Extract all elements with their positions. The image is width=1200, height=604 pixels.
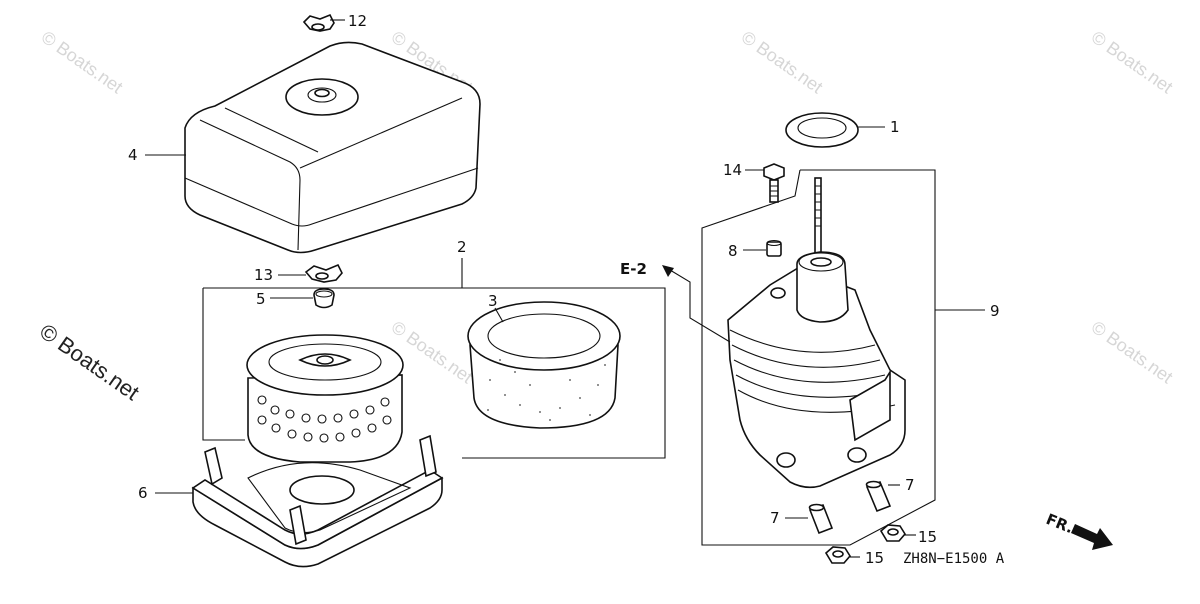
callout-13: 13 (254, 266, 273, 284)
callout-15-right: 15 (918, 528, 937, 546)
part-7-tube-left (808, 503, 834, 535)
watermark-7: © Boats.net (1088, 317, 1177, 387)
part-6-air-cleaner-base (191, 434, 444, 568)
leader-3 (494, 307, 504, 323)
callout-2: 2 (457, 238, 467, 256)
callout-8: 8 (728, 242, 738, 260)
front-arrow-icon (1071, 524, 1113, 550)
callout-5: 5 (256, 290, 266, 308)
part-14-bolt (763, 163, 785, 203)
callout-6: 6 (138, 484, 148, 502)
callout-7-right: 7 (905, 476, 915, 494)
callout-4: 4 (128, 146, 138, 164)
bracket-9 (701, 169, 936, 546)
watermark-4: © Boats.net (1088, 27, 1177, 97)
watermark-1: © Boats.net (38, 27, 127, 97)
bracket-2-left (202, 288, 245, 441)
part-15-nut-right (879, 524, 906, 542)
drawing-code: ZH8N−E1500 A (903, 551, 1005, 567)
callout-15-left: 15 (865, 549, 884, 567)
callout-14: 14 (723, 161, 742, 179)
watermark-3: © Boats.net (738, 27, 827, 97)
callout-1: 1 (890, 118, 900, 136)
callout-3: 3 (488, 292, 498, 310)
callout-12: 12 (348, 12, 367, 30)
part-5-grommet (313, 288, 335, 309)
part-13-wing-nut (304, 263, 343, 283)
part-3-foam-element (467, 301, 621, 429)
part-8-collar (766, 239, 782, 257)
part-9-elbow (727, 177, 906, 489)
reference-arrowhead (662, 265, 674, 277)
part-12-wing-nut (302, 13, 335, 32)
bracket-2-right (203, 287, 666, 459)
part-15-nut-left (824, 546, 851, 564)
part-2-filter-element (246, 334, 404, 463)
reference-leader (669, 269, 731, 343)
watermark-large: © Boats.net (35, 319, 144, 406)
callout-9: 9 (990, 302, 1000, 320)
part-1-gasket (785, 112, 859, 148)
front-direction-arrow: FR. (1044, 510, 1113, 550)
part-7-tube-right (865, 480, 892, 513)
part-4-air-cleaner-cover (184, 41, 481, 254)
reference-label: E-2 (620, 260, 647, 278)
callout-7-left: 7 (770, 509, 780, 527)
